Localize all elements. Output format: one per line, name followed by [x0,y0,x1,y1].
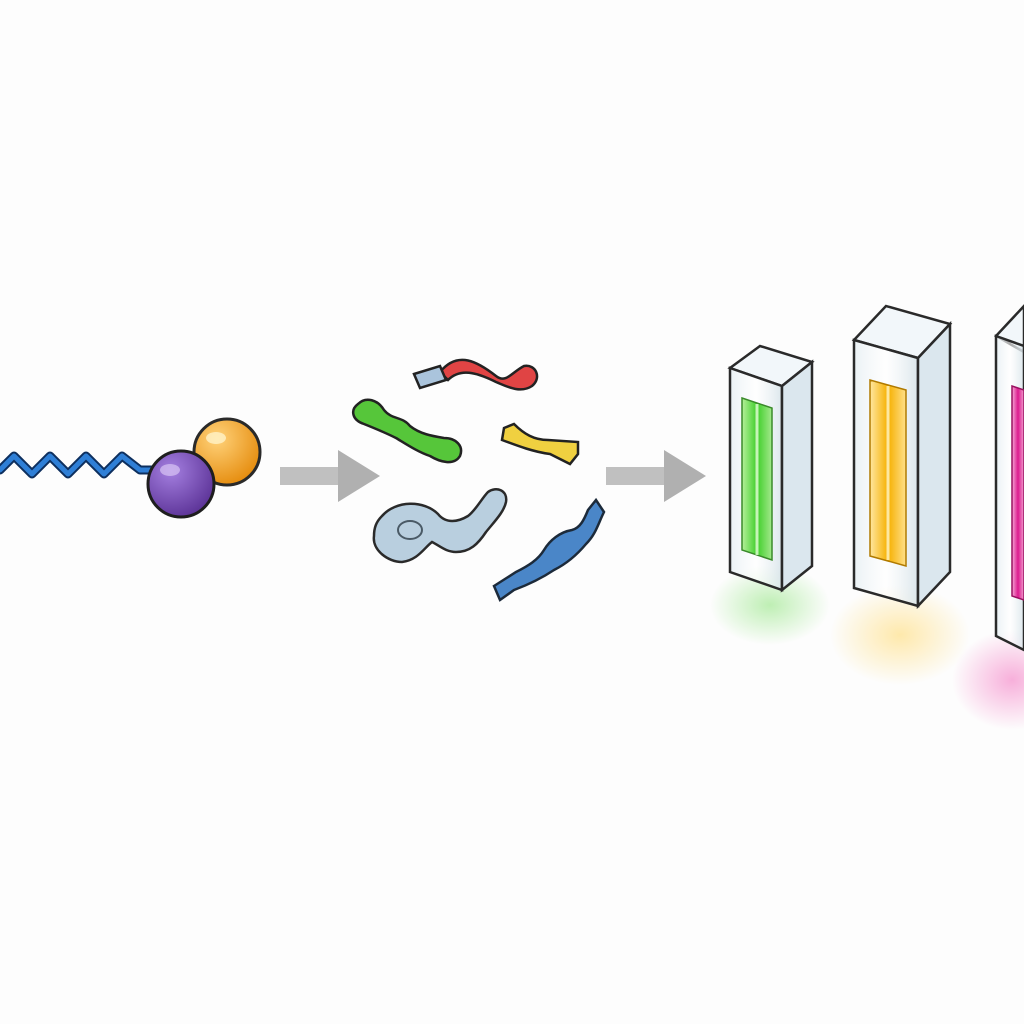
zigzag-chain-inner [0,453,171,477]
intact-molecule [0,417,262,519]
peptide-fragments [351,358,606,602]
cuvette-magenta [994,304,1024,652]
blue-fragment [492,497,606,602]
purple-bead [146,449,216,519]
green-fragment [351,398,463,464]
pale-blue-fragment [372,488,508,564]
fluorescent-cuvettes [710,304,1024,730]
yellow-fragment [500,422,580,466]
cuvette-green [727,344,815,593]
arrow-right-icon [280,450,380,502]
red-fragment [412,358,539,391]
cuvette-yellow [851,304,953,610]
arrow-right-icon [606,450,706,502]
